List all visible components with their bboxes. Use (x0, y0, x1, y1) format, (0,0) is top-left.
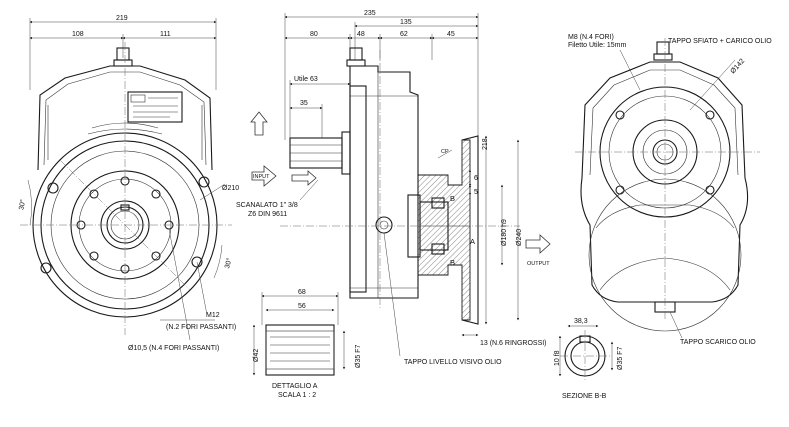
label-input: INPUT (253, 174, 270, 180)
label-tappo-scarico: TAPPO SCARICO OLIO (680, 339, 756, 346)
label-scanalato: SCANALATO 1" 3/8 (236, 202, 298, 209)
dim-6: 6 (474, 175, 478, 182)
angle-30-left: 30° (17, 199, 27, 211)
label-sezione: SEZIONE B-B (562, 393, 607, 400)
label-output: OUTPUT (527, 261, 550, 267)
dim-detail-35: Ø35 F7 (355, 345, 362, 368)
label-fori-passanti-2: (N.2 FORI PASSANTI) (166, 324, 236, 331)
label-m8: M8 (N.4 FORI) (568, 34, 614, 41)
front-view: 219 108 111 (17, 15, 239, 352)
label-tappo-livello: TAPPO LIVELLO VISIVO OLIO (404, 359, 502, 366)
mark-cp: CP (441, 149, 449, 155)
mark-b-upper: B (450, 194, 455, 203)
dim-front-left: 108 (72, 31, 84, 38)
dim-detail-56: 56 (298, 303, 306, 310)
label-dettaglio-a: DETTAGLIO A (272, 383, 318, 390)
dim-dia-180: Ø180 h9 (501, 219, 508, 246)
rear-view: M8 (N.4 FORI) Filetto Utile: 15mm TAPPO … (554, 34, 772, 400)
dim-side-62: 62 (400, 31, 408, 38)
dim-shaft-35: 35 (300, 100, 308, 107)
dim-side-45: 45 (447, 31, 455, 38)
label-tappo-sfiato: TAPPO SFIATO + CARICO OLIO (668, 38, 772, 45)
dim-dia-210: Ø210 (222, 185, 239, 192)
angle-30-right: 30° (223, 257, 234, 269)
dim-side-total: 235 (364, 10, 376, 17)
label-din: Z6 DIN 9611 (248, 211, 287, 218)
dim-front-width: 219 (116, 15, 128, 22)
dim-side-80: 80 (310, 31, 318, 38)
dim-rear-dia: Ø142 (730, 58, 747, 75)
side-view: 235 135 80 48 62 45 Utile 63 35 INPUT SC… (236, 10, 551, 399)
dim-section-35: Ø35 F7 (617, 347, 624, 370)
dim-detail-42: Ø42 (253, 349, 260, 362)
dim-ringrossi: 13 (N.6 RINGROSSI) (480, 340, 547, 347)
dim-section-38: 38,3 (574, 318, 588, 325)
mark-b-lower: B (450, 258, 455, 267)
dim-side-48: 48 (357, 31, 365, 38)
dim-section-10: 10 f8 (554, 350, 561, 366)
label-scala: SCALA 1 : 2 (278, 392, 316, 399)
dim-side-135: 135 (400, 19, 412, 26)
dim-height-218: 218 (482, 138, 489, 150)
dim-detail-68: 68 (298, 289, 306, 296)
dim-5: 5 (474, 189, 478, 196)
dim-dia-240: Ø240 (516, 229, 523, 246)
mark-a: A (470, 237, 475, 246)
label-m12: M12 (206, 312, 220, 319)
label-filetto: Filetto Utile: 15mm (568, 42, 627, 49)
label-fori-passanti-4: Ø10,5 (N.4 FORI PASSANTI) (128, 345, 219, 352)
dim-front-right: 111 (160, 31, 171, 38)
dim-utile: Utile 63 (294, 76, 318, 83)
